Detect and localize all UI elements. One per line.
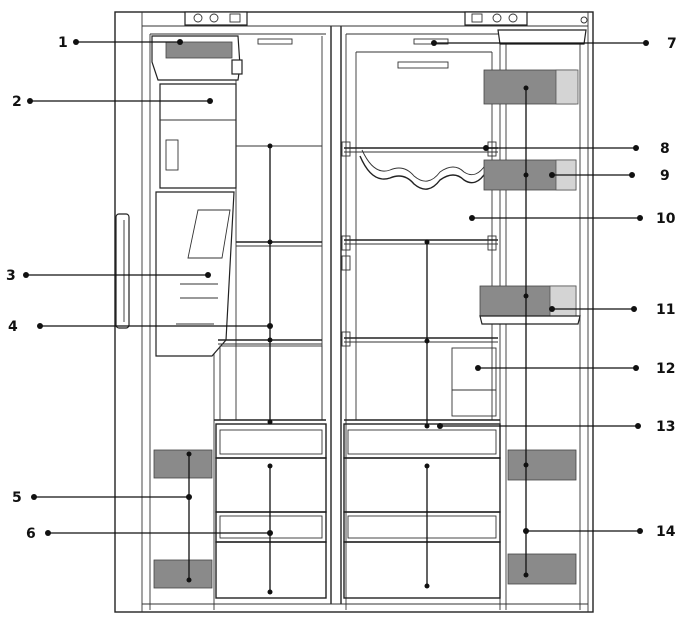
callout-4: 4 [8, 319, 273, 335]
freezer-door-bin-upper [153, 449, 213, 479]
callout-3: 3 [6, 268, 211, 284]
callout-8: 8 [483, 141, 670, 157]
callout-11: 11 [549, 302, 675, 318]
callout-13: 13 [437, 419, 675, 435]
fridge-compartment [214, 29, 587, 610]
callout-label: 7 [667, 36, 677, 52]
callout-label: 3 [6, 268, 16, 284]
top-hinge-left [184, 11, 248, 26]
callout-label: 2 [12, 94, 22, 110]
ice-bucket [159, 83, 237, 189]
callout-label: 6 [26, 526, 36, 542]
callout-5: 5 [12, 490, 192, 506]
callout-label: 4 [8, 319, 18, 335]
callout-label: 1 [58, 35, 68, 51]
callout-label: 13 [656, 419, 675, 435]
fridge-cabinet [114, 11, 594, 613]
door-handle [115, 213, 130, 329]
dispenser-chute [155, 191, 235, 357]
wine-rack [359, 155, 487, 190]
callout-label: 11 [656, 302, 675, 318]
control-panel [451, 347, 497, 417]
fridge-upper-light [397, 61, 449, 69]
door-bin-4 [507, 449, 577, 481]
crisper-drawers [343, 423, 501, 599]
door-switch-icon [580, 16, 588, 24]
internal-pointers [186, 85, 529, 595]
ice-maker [151, 35, 243, 81]
fridge-door-top [497, 29, 587, 45]
callout-label: 9 [660, 168, 670, 184]
freezer-door-bin-lower [153, 559, 213, 589]
callout-6: 6 [26, 526, 273, 542]
callout-label: 5 [12, 490, 22, 506]
callout-9: 9 [549, 168, 670, 184]
top-hinge-right [464, 11, 528, 26]
callout-label: 12 [656, 361, 675, 377]
callout-label: 8 [660, 141, 670, 157]
callout-2: 2 [12, 94, 213, 110]
callout-12: 12 [475, 361, 675, 377]
freezer-compartment [149, 33, 327, 610]
callout-10: 10 [469, 211, 676, 227]
freezer-light [257, 38, 293, 45]
freezer-drawers [215, 423, 327, 599]
callout-1: 1 [58, 35, 183, 51]
callout-7: 7 [431, 36, 677, 52]
callout-14: 14 [523, 524, 676, 540]
callout-label: 10 [656, 211, 676, 227]
fridge-light [413, 38, 449, 45]
callout-label: 14 [656, 524, 676, 540]
door-bin-5 [507, 553, 577, 585]
